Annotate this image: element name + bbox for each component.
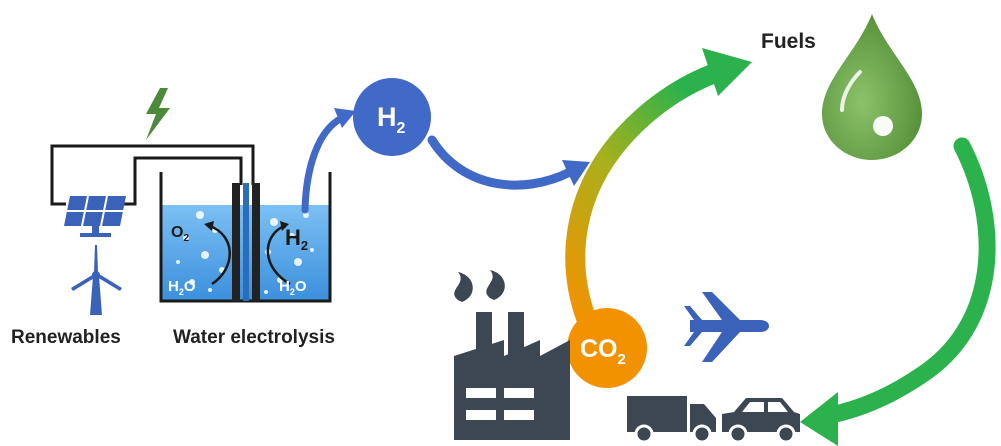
fuel-to-vehicles-arrow [800, 137, 996, 446]
co2-circle: CO2 [567, 308, 647, 388]
fuels-label: Fuels [761, 30, 816, 53]
electrolysis-tank [159, 172, 332, 303]
co2-circle-label: CO2 [580, 335, 626, 368]
h2-tank-label: H2 [285, 225, 308, 253]
factory-icon [454, 270, 570, 440]
h2-circle-label: H2 [377, 102, 406, 137]
wind-turbine-icon [71, 245, 122, 315]
h2o-left-label: H2O [168, 278, 196, 297]
hydrogen-circle: H2 [353, 78, 431, 156]
truck-icon [627, 396, 716, 444]
fuel-droplet-icon [822, 14, 922, 160]
hydrogen-flow-arrows [301, 108, 590, 214]
water-electrolysis-label: Water electrolysis [173, 327, 335, 348]
co2-to-fuel-arrow [565, 48, 752, 328]
airplane-icon [684, 292, 769, 362]
solar-panel-icon [64, 195, 126, 237]
h2o-right-label: H2O [279, 278, 307, 297]
car-icon [722, 398, 800, 444]
o2-tank-label: O2 [171, 224, 189, 244]
circuit-wires [50, 144, 255, 206]
lightning-icon [146, 88, 170, 140]
renewables-label: Renewables [11, 327, 121, 348]
